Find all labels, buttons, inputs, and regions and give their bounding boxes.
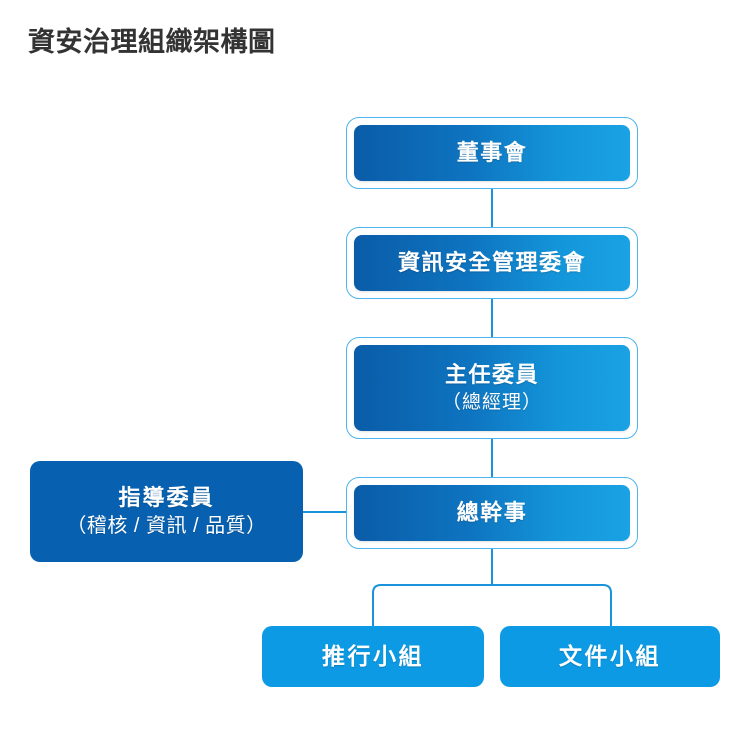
org-node-committee[interactable]: 資訊安全管理委會 — [346, 227, 638, 299]
org-node-board[interactable]: 董事會 — [346, 117, 638, 189]
org-node-secretary-fill: 總幹事 — [354, 485, 630, 541]
org-node-chair-sublabel: （總經理） — [441, 391, 542, 413]
org-node-impl-team-label: 推行小組 — [322, 642, 424, 669]
org-node-chair-label: 主任委員 — [444, 361, 539, 387]
org-node-impl-team[interactable]: 推行小組 — [262, 626, 484, 687]
org-node-chair-fill: 主任委員 （總經理） — [354, 345, 630, 431]
org-node-advisory[interactable]: 指導委員 （稽核 / 資訊 / 品質） — [30, 461, 303, 562]
org-node-doc-team-label: 文件小組 — [559, 642, 661, 669]
edge-branch-bus — [372, 584, 612, 626]
org-node-committee-label: 資訊安全管理委會 — [397, 250, 586, 276]
org-node-advisory-label: 指導委員 — [118, 484, 215, 510]
org-node-secretary[interactable]: 總幹事 — [346, 477, 638, 549]
org-node-board-fill: 董事會 — [354, 125, 630, 181]
org-node-chair[interactable]: 主任委員 （總經理） — [346, 337, 638, 439]
org-node-committee-fill: 資訊安全管理委會 — [354, 235, 630, 291]
org-node-advisory-sublabel: （稽核 / 資訊 / 品質） — [66, 514, 267, 537]
org-node-doc-team[interactable]: 文件小組 — [500, 626, 720, 687]
page-title: 資安治理組織架構圖 — [28, 27, 276, 57]
org-node-board-label: 董事會 — [456, 140, 528, 166]
org-node-secretary-label: 總幹事 — [456, 500, 528, 526]
